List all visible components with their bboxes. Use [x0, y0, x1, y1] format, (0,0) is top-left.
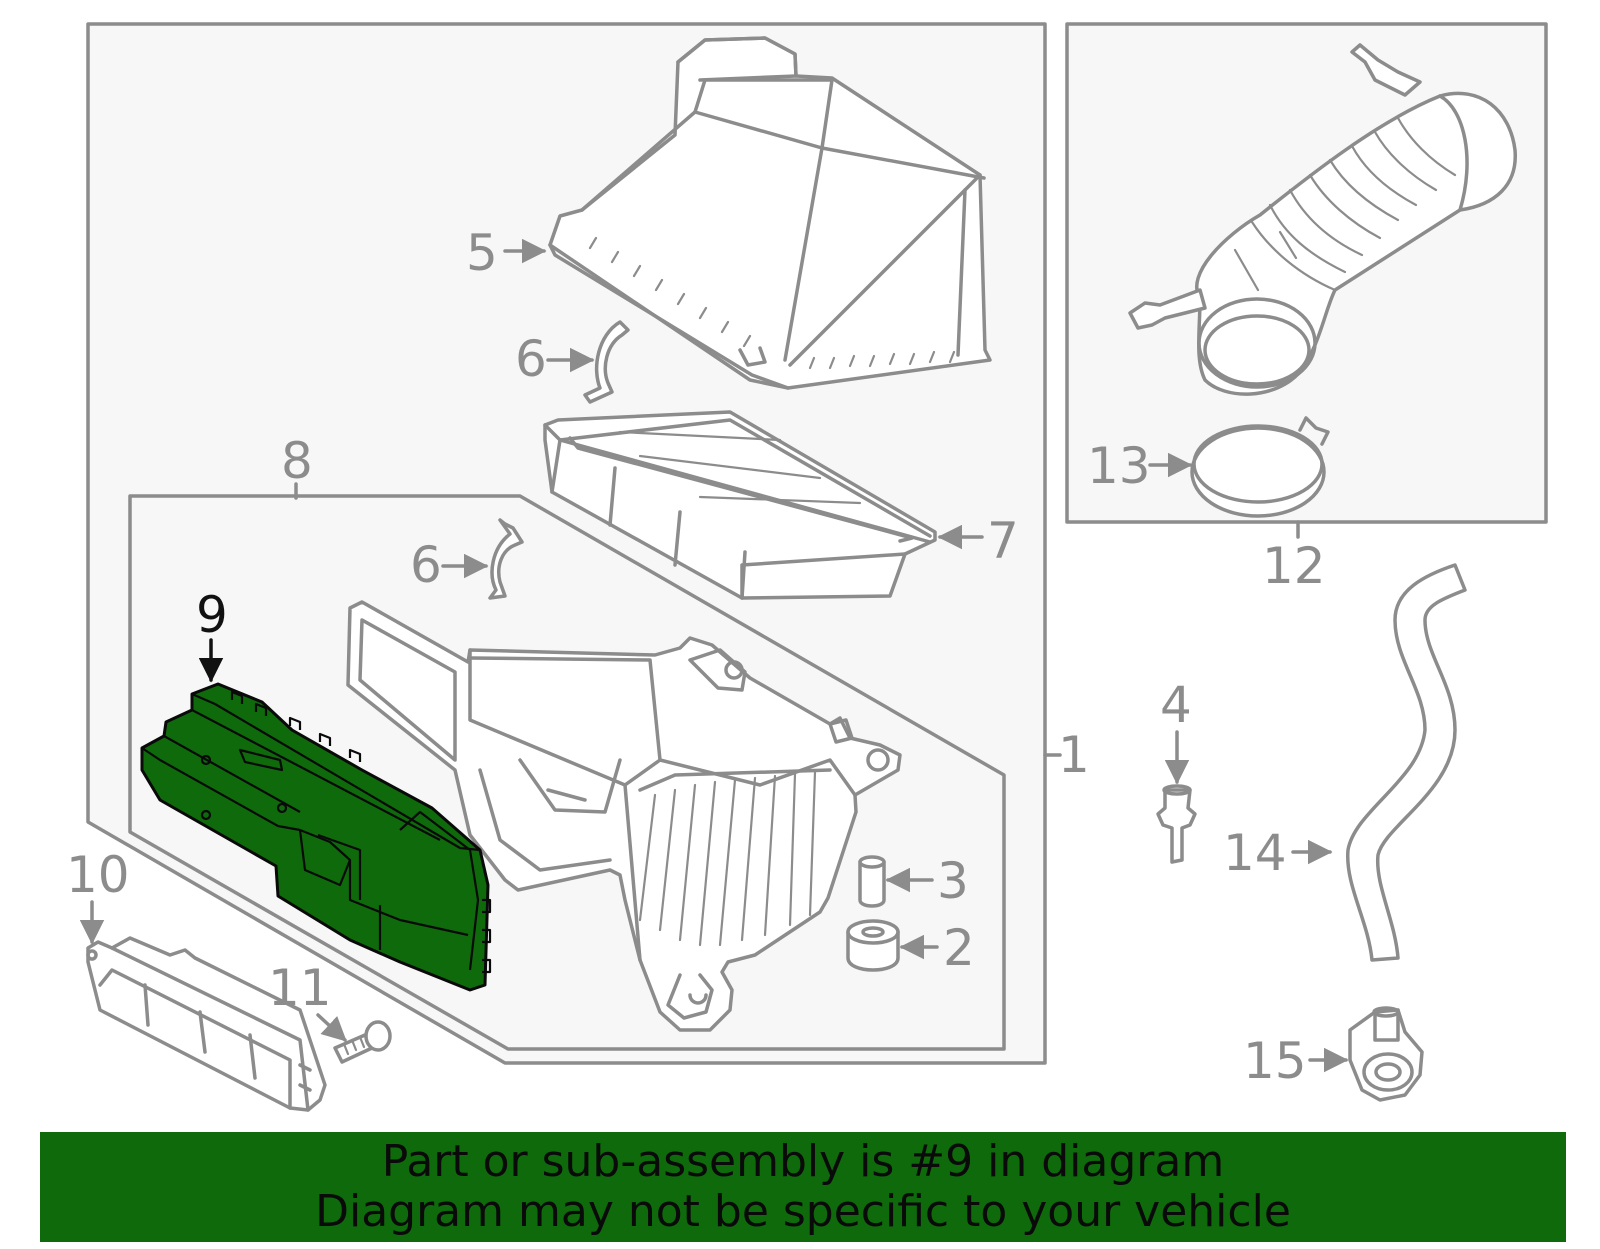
- callout-7: 7: [987, 512, 1019, 570]
- part-2-mount: [846, 919, 900, 972]
- callout-11: 11: [268, 959, 332, 1017]
- callout-5: 5: [466, 224, 498, 282]
- info-banner: Part or sub-assembly is #9 in diagram Di…: [40, 1132, 1566, 1242]
- callout-12: 12: [1262, 537, 1326, 595]
- part-7-filter: [543, 410, 937, 600]
- part-10-resonator: [86, 936, 327, 1112]
- part-5-cover: [548, 36, 992, 390]
- part-15-valve: [1348, 1006, 1424, 1102]
- callout-9: 9: [196, 586, 228, 644]
- callout-1: 1: [1058, 726, 1090, 784]
- callout-14: 14: [1223, 824, 1287, 882]
- part-6-clip-upper: [583, 320, 630, 404]
- part-airbox-housing: [346, 600, 902, 1032]
- callout-15: 15: [1243, 1032, 1307, 1090]
- banner-line-1: Part or sub-assembly is #9 in diagram: [381, 1136, 1225, 1187]
- callout-2: 2: [943, 919, 975, 977]
- banner-line-2: Diagram may not be specific to your vehi…: [315, 1186, 1291, 1237]
- part-6-clip-lower: [488, 518, 524, 600]
- part-3-grommet: [858, 855, 886, 908]
- leader-11: [316, 1013, 347, 1042]
- part-11-bolt: [333, 1020, 392, 1064]
- callout-10: 10: [66, 846, 130, 904]
- callout-8: 8: [281, 432, 313, 490]
- part-4-pin: [1156, 784, 1197, 864]
- part-12-intake-hose: [1128, 43, 1517, 396]
- callout-13: 13: [1087, 437, 1151, 495]
- callout-6-upper: 6: [515, 330, 547, 388]
- callout-4: 4: [1160, 676, 1192, 734]
- callout-6-lower: 6: [410, 536, 442, 594]
- part-9-highlighted: [140, 682, 492, 992]
- part-14-hose: [1346, 563, 1467, 962]
- part-13-clamp: [1190, 416, 1330, 518]
- callout-3: 3: [937, 852, 969, 910]
